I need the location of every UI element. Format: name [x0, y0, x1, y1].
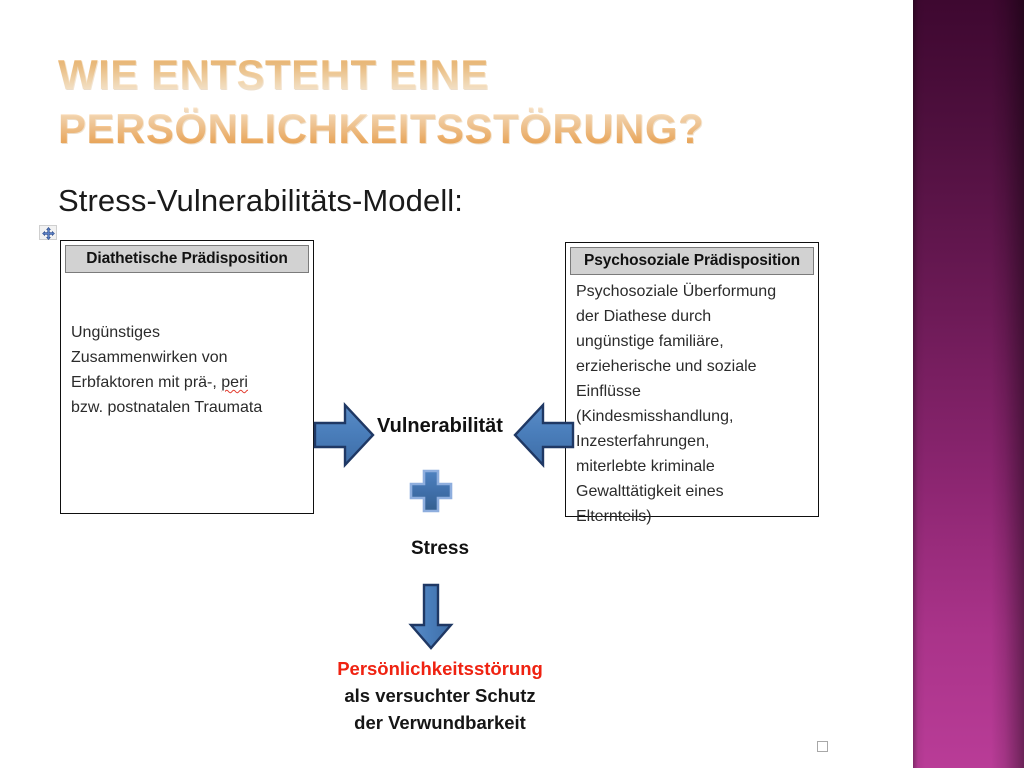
- decorative-purple-band: [913, 0, 1024, 768]
- page-title: Wie entsteht eine Persönlichkeitsstörung…: [58, 48, 858, 156]
- right-box-line-10: Elternteils): [576, 508, 652, 525]
- arrow-right-icon: [313, 399, 375, 476]
- right-box-line-2: der Diathese durch: [576, 308, 712, 325]
- right-box-line-7: Inzesterfahrungen,: [576, 433, 710, 450]
- left-box-line-4: bzw. postnatalen Traumata: [71, 399, 263, 416]
- diathetic-predisposition-box: Diathetische Prädisposition Ungünstiges …: [60, 240, 314, 514]
- outcome-line-3: der Verwundbarkeit: [354, 712, 526, 733]
- right-box-line-9: Gewalttätigkeit eines: [576, 483, 724, 500]
- subtitle: Stress-Vulnerabilitäts-Modell:: [58, 183, 464, 218]
- right-box-header: Psychosoziale Prädisposition: [570, 247, 814, 275]
- right-box-line-6: (Kindesmisshandlung,: [576, 408, 734, 425]
- right-box-line-8: miterlebte kriminale: [576, 458, 715, 475]
- stress-label: Stress: [410, 538, 470, 559]
- outcome-line-1: Persönlichkeitsstörung: [337, 658, 543, 679]
- right-box-line-4: erzieherische und soziale: [576, 358, 757, 375]
- left-box-line-2: Zusammenwirken von: [71, 349, 228, 366]
- right-box-body: Psychosoziale Überformung der Diathese d…: [566, 275, 818, 529]
- left-box-header: Diathetische Prädisposition: [65, 245, 309, 273]
- left-box-body: Ungünstiges Zusammenwirken von Erbfaktor…: [61, 273, 313, 420]
- arrow-left-icon: [513, 399, 575, 476]
- arrow-down-icon: [408, 583, 454, 656]
- plus-icon: [408, 468, 454, 519]
- move-handle-icon[interactable]: [39, 225, 57, 240]
- misspelled-word: peri: [221, 374, 248, 391]
- right-box-line-5: Einflüsse: [576, 383, 641, 400]
- right-box-line-1: Psychosoziale Überformung: [576, 283, 777, 300]
- outcome-text: Persönlichkeitsstörung als versuchter Sc…: [290, 655, 590, 736]
- left-box-line-3: Erbfaktoren mit prä-, peri: [71, 370, 303, 395]
- empty-bullet-icon: [817, 741, 828, 752]
- outcome-line-2: als versuchter Schutz: [344, 685, 536, 706]
- vulnerability-label: Vulnerabilität: [377, 415, 503, 437]
- left-box-line-3-text: Erbfaktoren mit prä-,: [71, 374, 222, 391]
- left-box-line-1: Ungünstiges: [71, 324, 160, 341]
- psychosocial-predisposition-box: Psychosoziale Prädisposition Psychosozia…: [565, 242, 819, 525]
- page-title-shadow: Wie entsteht eine Persönlichkeitsstörung…: [59, 49, 859, 157]
- right-box-line-3: ungünstige familiäre,: [576, 333, 724, 350]
